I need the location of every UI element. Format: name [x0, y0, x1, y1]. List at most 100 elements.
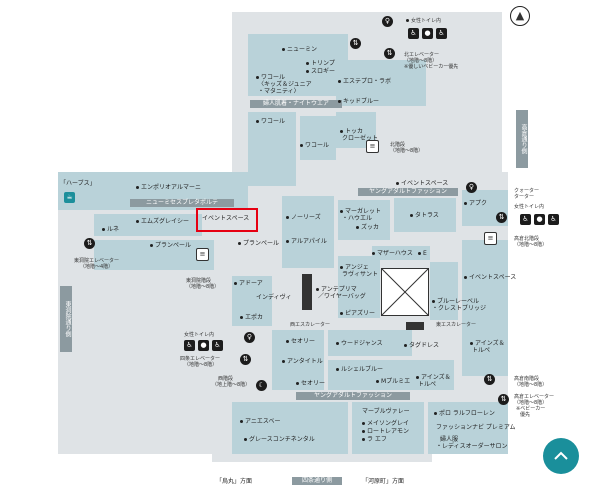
stairs-icon: ≡	[366, 140, 379, 153]
floor-area	[248, 112, 296, 186]
moon-icon: ☾	[256, 380, 267, 391]
floor-area	[430, 262, 458, 320]
store-albapail: アルアパイル	[286, 238, 327, 245]
floor-area	[328, 360, 454, 390]
wheelchair-icon: ♿	[520, 214, 531, 225]
store-annies: アニエスベー	[240, 418, 280, 425]
store-gracecont: グレースコンチネンタル	[244, 436, 315, 443]
floor-area	[394, 198, 456, 232]
takakura-elevator-3: ※ベビーカー	[516, 406, 546, 412]
floor-area	[428, 402, 508, 454]
north-stairs: 北階段	[390, 142, 406, 148]
store-sloggi: スロギー	[306, 68, 335, 75]
store-epoca: エポカ	[240, 314, 263, 321]
store-wacoal-1: ワコール	[256, 118, 285, 125]
east-stairs: 東洞院階段	[186, 278, 212, 284]
store-mother: マザーハウス	[372, 250, 413, 257]
elevator-icon: ⇅	[496, 212, 507, 223]
store-mplus: Mプルミエ	[376, 378, 410, 385]
wheelchair-icon: ♿	[408, 28, 419, 39]
store-bluelabel-2: ・クレストブリッジ	[432, 305, 487, 312]
store-seori-1: セオリー	[286, 338, 315, 345]
elevator-icon: ⇅	[384, 48, 395, 59]
store-herbs: 「ハーブス」	[60, 180, 96, 187]
east-escalator-label: 東エスカレーター	[436, 322, 477, 328]
east-elevator: 東洞院エレベーター	[74, 258, 120, 264]
floor-area	[336, 60, 426, 106]
takakura-stairs: 高倉北階段	[514, 236, 540, 242]
elevator-icon: ⇅	[498, 394, 509, 405]
north-elevator: 北エレベーター	[404, 52, 440, 58]
wheelchair-icon: ♿	[548, 214, 559, 225]
road-karasuma: 「烏丸」方面	[216, 478, 253, 485]
store-gentle: 婦人服	[440, 436, 459, 443]
floor-area	[462, 240, 508, 376]
elevator-icon: ⇅	[84, 238, 95, 249]
store-anglo: アンジェ	[340, 264, 369, 271]
store-planpel-2: プランペール	[150, 242, 191, 249]
store-wacoal-2: ワコール	[300, 142, 329, 149]
store-wacoal-kids-3: ・マタニティ〉	[258, 88, 300, 95]
scroll-top-button[interactable]	[543, 438, 579, 474]
store-anteprima-2: ／ワイヤーバッグ	[318, 293, 366, 300]
floor-area	[232, 402, 348, 454]
store-event-1[interactable]: イベントスペース	[202, 215, 250, 222]
store-margaret-2: ・ハウエル	[342, 215, 373, 222]
store-marble: マーブルヴァレー	[362, 408, 410, 415]
road-kawaramachi: 「河原町」方面	[362, 478, 405, 485]
east-escalator	[406, 322, 424, 330]
store-zucca: ズッカ	[356, 224, 379, 231]
east-stairs-2: （地階〜8階）	[186, 284, 220, 290]
west-escalator	[302, 274, 312, 310]
takakura-south-stairs-2: （地階〜8階）	[514, 382, 548, 388]
floor-area	[272, 330, 324, 390]
store-e: E	[418, 250, 427, 257]
store-loretra: ロートレアモン	[362, 428, 409, 435]
store-rune: ルネ	[102, 226, 119, 233]
stairs-icon: ≡	[196, 248, 209, 261]
floor-area	[338, 200, 390, 240]
women-wc-3: 女性トイレ内	[514, 204, 545, 210]
quarter-2: ターター	[514, 194, 535, 200]
wheelchair-icon: ♿	[436, 28, 447, 39]
takakura-south-stairs: 高倉南階段	[514, 376, 540, 382]
store-ains-3: アインズ＆	[416, 374, 451, 381]
store-ains-4: トルペ	[418, 381, 437, 388]
east-elevator-2: （地階〜4階）	[80, 264, 114, 270]
takakura-elevator-2: （地階〜8階）	[514, 400, 548, 406]
store-planpel-1: プランペール	[238, 240, 279, 247]
highlight-event-space[interactable]	[196, 208, 258, 232]
band-nyumi: ニューミセスプレタポルテ	[130, 199, 234, 207]
stairs-icon: ≡	[484, 232, 497, 245]
elevator-icon: ⇅	[350, 38, 361, 49]
road-shijo: 四条通り側	[292, 477, 342, 485]
store-nolis: ノーリーズ	[286, 214, 321, 221]
store-empo: エンポリオアルマーニ	[136, 184, 201, 191]
wheelchair-icon: ♿	[184, 340, 195, 351]
store-toc-2: クローゼット	[342, 135, 379, 142]
atrium-cross	[381, 268, 429, 316]
band-lingerie: 婦人肌着・ナイトウエア	[250, 100, 342, 108]
restroom-icon: ♀	[466, 182, 477, 193]
women-wc-1: 女性トイレ内	[406, 18, 441, 24]
chevron-up-icon	[554, 451, 568, 460]
store-indivi: インディヴィ	[256, 294, 292, 301]
baby-icon: ●	[198, 340, 209, 351]
store-adore: アドーア	[234, 280, 263, 287]
store-tagdless: タグドレス	[404, 342, 439, 349]
store-rujun: ルシェルブルー	[336, 366, 383, 373]
store-esthe: エステプロ・ラボ	[338, 78, 391, 85]
floor-area	[282, 196, 334, 268]
takakura-elevator-4: 優先	[520, 412, 531, 418]
elevator-icon: ⇅	[240, 354, 251, 365]
quarter-1: クォーター	[514, 188, 540, 194]
baby-icon: ●	[534, 214, 545, 225]
north-stairs-2: （地階〜8階）	[390, 148, 424, 154]
baby-icon: ●	[422, 28, 433, 39]
floor-area	[232, 276, 272, 326]
store-seori-2: セオリー	[296, 380, 325, 387]
store-woodjanes: ウードジャンス	[336, 340, 383, 347]
floor-area	[94, 240, 214, 270]
store-polo: ポロ ラルフローレン	[434, 410, 495, 417]
north-elevator-3: ※優しいベビーカー優先	[404, 64, 459, 70]
